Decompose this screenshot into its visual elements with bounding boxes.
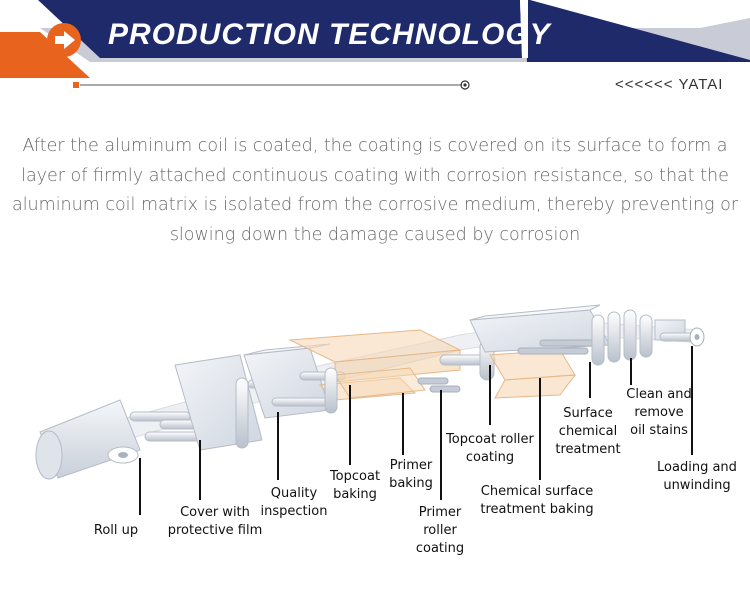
- chemical-baking-oven: [490, 350, 575, 398]
- intro-paragraph: After the aluminum coil is coated, the c…: [10, 132, 740, 250]
- page-title: PRODUCTION TECHNOLOGY: [108, 18, 551, 52]
- label-primer-roller: Primer roller coating: [410, 504, 470, 558]
- chemical-treatment-unit: [470, 305, 610, 354]
- label-chemical-baking: Chemical surface treatment baking: [476, 483, 598, 519]
- label-topcoat-baking: Topcoat baking: [323, 468, 387, 504]
- divider-start-square: [73, 82, 79, 88]
- brand-name: <<<<<< YATAI: [615, 76, 723, 93]
- label-cover-film: Cover with protective film: [163, 504, 267, 540]
- label-primer-baking: Primer baking: [382, 457, 440, 493]
- label-loading: Loading and unwinding: [652, 459, 742, 495]
- header-divider: [0, 76, 480, 96]
- divider-end-dot: [463, 83, 466, 86]
- label-clean: Clean and remove oil stains: [624, 386, 694, 440]
- label-surface-chemical: Surface chemical treatment: [553, 405, 623, 459]
- label-roll-up: Roll up: [88, 522, 144, 540]
- label-quality-inspection: Quality inspection: [256, 485, 332, 521]
- header-banner: PRODUCTION TECHNOLOGY: [0, 0, 750, 80]
- label-topcoat-roller: Topcoat roller coating: [442, 431, 538, 467]
- production-line-diagram: [0, 290, 750, 596]
- roll-up-cylinder: [36, 400, 140, 479]
